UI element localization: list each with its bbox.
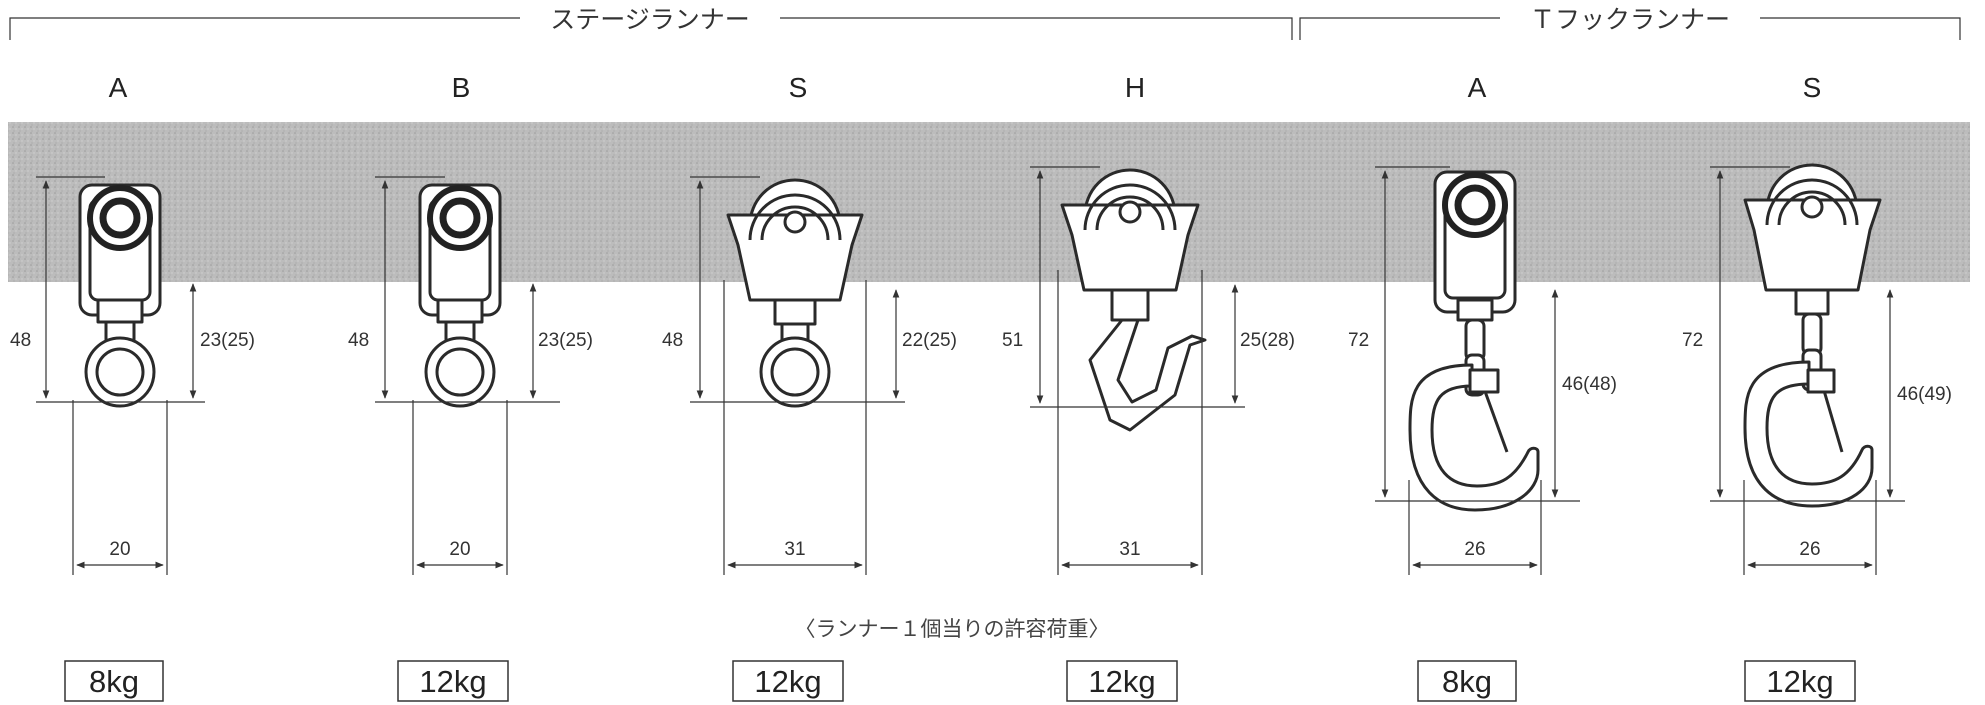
dim-height: 48 xyxy=(348,330,369,351)
dim-width: 26 xyxy=(1464,539,1485,560)
load-value: 8kg xyxy=(89,664,139,699)
dim-drop: 46(48) xyxy=(1562,374,1617,395)
group-label-thook: Ｔフックランナー xyxy=(1530,5,1730,34)
dim-width: 26 xyxy=(1799,539,1820,560)
dim-height: 72 xyxy=(1348,330,1369,351)
dim-height: 51 xyxy=(1002,330,1023,351)
group-bracket-thook: Ｔフックランナー xyxy=(1299,5,1961,40)
runner-stage-b: B 48 23(25) 20 xyxy=(348,72,593,575)
load-value: 12kg xyxy=(1088,664,1155,699)
load-value: 12kg xyxy=(419,664,486,699)
runner-thook-s: S 72 46(49) 26 xyxy=(1682,72,1952,575)
load-caption: 〈ランナー１個当りの許容荷重〉 xyxy=(795,617,1110,641)
dim-drop: 46(49) xyxy=(1897,384,1952,405)
load-box-1: 8kg xyxy=(64,660,164,702)
load-value: 8kg xyxy=(1442,664,1492,699)
runner-title: A xyxy=(109,72,128,103)
runner-title: S xyxy=(1803,72,1822,103)
dim-height: 48 xyxy=(662,330,683,351)
rail-band xyxy=(8,122,1970,282)
runner-title: A xyxy=(1468,72,1487,103)
dim-drop: 25(28) xyxy=(1240,330,1295,351)
dim-width: 31 xyxy=(1119,539,1140,560)
dim-drop: 23(25) xyxy=(200,330,255,351)
load-box-6: 12kg xyxy=(1744,660,1856,702)
runner-stage-h: H 51 25(28) 31 xyxy=(1002,72,1295,575)
runner-title: S xyxy=(789,72,808,103)
load-value: 12kg xyxy=(1766,664,1833,699)
dim-drop: 22(25) xyxy=(902,330,957,351)
dim-height: 48 xyxy=(10,330,31,351)
runner-title: H xyxy=(1125,72,1145,103)
load-box-2: 12kg xyxy=(397,660,509,702)
runner-stage-s: S 48 22(25) 31 xyxy=(662,72,957,575)
group-bracket-stage: ステージランナー xyxy=(9,5,1293,40)
load-box-4: 12kg xyxy=(1066,660,1178,702)
runner-title: B xyxy=(452,72,471,103)
load-value: 12kg xyxy=(754,664,821,699)
dim-drop: 23(25) xyxy=(538,330,593,351)
dim-width: 31 xyxy=(784,539,805,560)
group-label-stage: ステージランナー xyxy=(550,5,750,34)
dim-height: 72 xyxy=(1682,330,1703,351)
load-box-5: 8kg xyxy=(1417,660,1517,702)
runner-stage-a: A 48 23(25) 20 xyxy=(10,72,255,575)
load-box-3: 12kg xyxy=(732,660,844,702)
dim-width: 20 xyxy=(109,539,130,560)
dim-width: 20 xyxy=(449,539,470,560)
runner-thook-a: A 72 46(48) 26 xyxy=(1348,72,1617,575)
